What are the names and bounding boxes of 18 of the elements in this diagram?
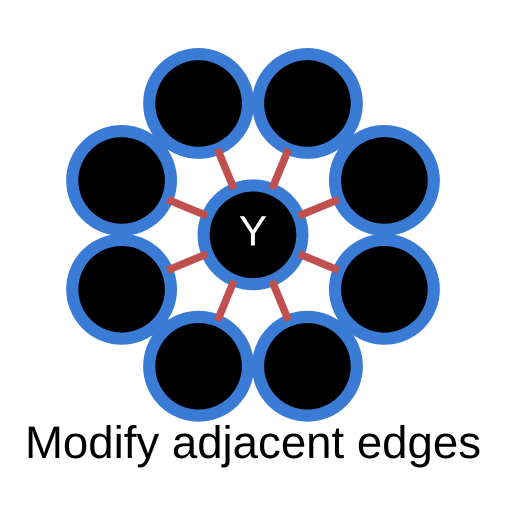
connector: [214, 147, 238, 190]
node-circle: [328, 124, 440, 236]
connector: [268, 147, 292, 190]
connector: [166, 250, 208, 274]
node-circle: [143, 310, 254, 422]
node-circle: Y: [198, 178, 308, 290]
connector: [214, 278, 238, 322]
node-circle: [143, 48, 254, 158]
node-circle: [252, 48, 363, 158]
node-circle: [66, 233, 178, 344]
node-circle: [328, 233, 440, 344]
connector: [268, 278, 292, 322]
node-circle: [252, 310, 363, 422]
connector: [298, 195, 340, 219]
caption: Modify adjacent edges: [24, 416, 482, 468]
connector: [166, 195, 208, 219]
connector: [298, 250, 340, 274]
node-circle: [66, 124, 178, 236]
